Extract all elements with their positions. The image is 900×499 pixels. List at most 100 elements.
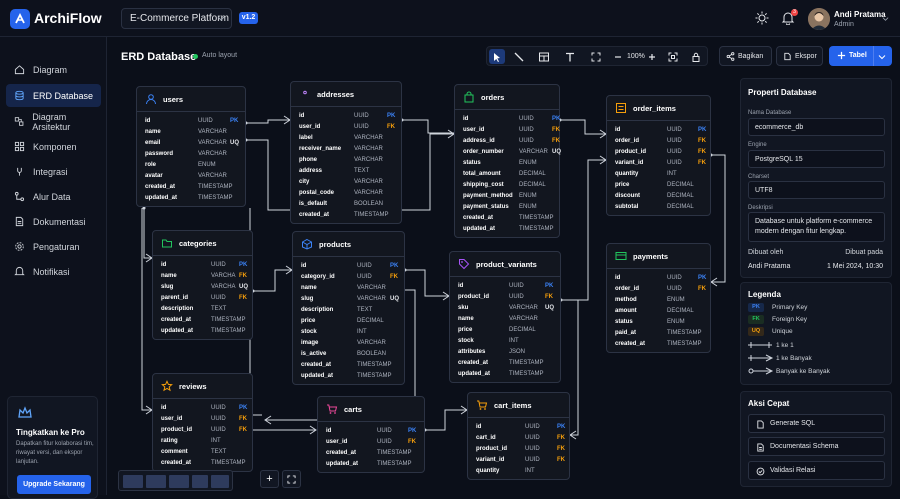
description-field[interactable]: Database untuk platform e-commerce moder… bbox=[748, 212, 885, 242]
add-table-button[interactable]: Tabel bbox=[829, 46, 892, 66]
connector-icon[interactable] bbox=[513, 51, 525, 63]
table-header[interactable]: products bbox=[293, 232, 404, 257]
zoom-out-icon[interactable] bbox=[612, 51, 624, 63]
chevron-down-icon[interactable] bbox=[882, 15, 889, 22]
table-header[interactable]: orders bbox=[455, 85, 559, 110]
avatar[interactable] bbox=[808, 8, 830, 30]
charset-field[interactable]: UTF8 bbox=[748, 181, 885, 199]
table-header[interactable]: payments bbox=[607, 244, 710, 269]
expand-icon[interactable] bbox=[667, 51, 679, 63]
fit-screen-icon[interactable] bbox=[590, 51, 602, 63]
generate-sql-button[interactable]: Generate SQL bbox=[748, 414, 885, 433]
table-header[interactable]: reviews bbox=[153, 374, 252, 399]
sidebar-item-diagram-arsitektur[interactable]: Diagram Arsitektur bbox=[6, 110, 101, 133]
sidebar-item-erd-database[interactable]: ERD Database bbox=[6, 84, 101, 107]
table-header[interactable]: users bbox=[137, 87, 245, 112]
project-selector[interactable]: E-Commerce Platform bbox=[121, 8, 232, 29]
text-icon[interactable] bbox=[564, 51, 576, 63]
db-name-field[interactable]: ecommerce_db bbox=[748, 118, 885, 136]
sidebar-item-diagram[interactable]: Diagram bbox=[6, 58, 101, 81]
table-header[interactable]: carts bbox=[318, 397, 424, 422]
share-button[interactable]: Bagikan bbox=[719, 46, 772, 66]
minimap[interactable] bbox=[118, 470, 233, 491]
export-button[interactable]: Ekspor bbox=[776, 46, 823, 66]
zoom-in-icon[interactable] bbox=[646, 51, 658, 63]
sidebar-item-dokumentasi[interactable]: Dokumentasi bbox=[6, 210, 101, 233]
validate-relations-button[interactable]: Validasi Relasi bbox=[748, 461, 885, 480]
minimap-zoom-in-button[interactable]: + bbox=[260, 470, 279, 488]
sidebar-item-komponen[interactable]: Komponen bbox=[6, 135, 101, 158]
auto-layout-label[interactable]: Auto layout bbox=[202, 52, 238, 59]
sidebar-item-integrasi[interactable]: Integrasi bbox=[6, 160, 101, 183]
pointer-icon[interactable] bbox=[491, 51, 503, 63]
